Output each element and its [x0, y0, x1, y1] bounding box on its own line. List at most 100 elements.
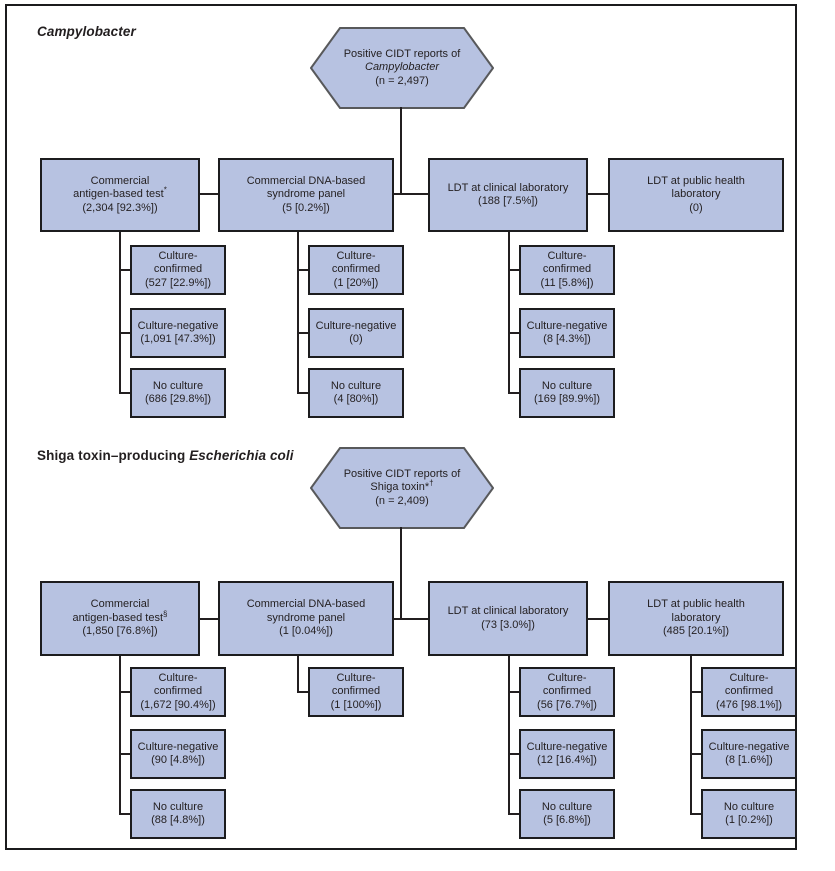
branch-value: (0)	[689, 201, 703, 214]
leaf-culture-negative: Culture-negative (90 [4.8%])	[130, 729, 226, 779]
branch-label: LDT at clinical laboratory	[447, 605, 569, 617]
branch-value: (1,850 [76.8%])	[82, 625, 158, 638]
branch-value: (188 [7.5%])	[478, 195, 538, 207]
leaf-label: Culture-negative	[315, 319, 397, 332]
leaf-label: confirmed	[724, 685, 774, 698]
leaf-culture-confirmed: Culture- confirmed (527 [22.9%])	[130, 245, 226, 295]
connector-line	[690, 656, 692, 815]
hexagon-shape	[310, 447, 494, 529]
leaf-culture-negative: Culture-negative (1,091 [47.3%])	[130, 308, 226, 358]
root-line-2: Campylobacter	[365, 61, 439, 74]
root-node-text: Positive CIDT reports of Shiga toxin*† (…	[330, 447, 474, 529]
leaf-label: Culture-	[336, 671, 376, 684]
section-title-text: Shiga toxin–producing	[37, 448, 190, 463]
leaf-label: Culture-	[729, 671, 769, 684]
connector-line	[297, 332, 308, 334]
leaf-value: (1,091 [47.3%])	[140, 333, 216, 345]
connector-line	[119, 232, 121, 394]
root-line-1: Positive CIDT reports of	[343, 47, 461, 60]
footnote-marker: †	[429, 478, 434, 488]
branch-dna-panel: Commercial DNA-based syndrome panel (1 […	[218, 581, 394, 656]
branch-antigen-test: Commercial antigen-based test* (2,304 [9…	[40, 158, 200, 232]
connector-line	[297, 656, 299, 693]
leaf-label: confirmed	[153, 263, 203, 276]
connector-line	[119, 269, 130, 271]
leaf-culture-confirmed: Culture- confirmed (1,672 [90.4%])	[130, 667, 226, 717]
branch-label: laboratory	[671, 188, 721, 201]
leaf-culture-confirmed: Culture- confirmed (56 [76.7%])	[519, 667, 615, 717]
connector-line	[119, 332, 130, 334]
leaf-culture-negative: Culture-negative (12 [16.4%])	[519, 729, 615, 779]
connector-line	[400, 107, 402, 195]
branch-label: Commercial DNA-based	[246, 598, 366, 611]
connector-line	[297, 392, 308, 394]
root-line-3: (n = 2,497)	[375, 74, 429, 87]
leaf-culture-confirmed: Culture- confirmed (476 [98.1%])	[701, 667, 797, 717]
branch-ldt-clinical: LDT at clinical laboratory (73 [3.0%])	[428, 581, 588, 656]
branch-label: Commercial DNA-based	[246, 174, 366, 187]
leaf-culture-negative: Culture-negative (8 [1.6%])	[701, 729, 797, 779]
leaf-label: Culture-	[158, 671, 198, 684]
leaf-value: (8 [1.6%])	[725, 754, 773, 766]
connector-line	[588, 193, 608, 195]
leaf-label: No culture	[541, 379, 593, 392]
leaf-value: (1 [0.2%])	[725, 814, 773, 826]
branch-value: (73 [3.0%])	[481, 618, 535, 631]
connector-line	[200, 618, 218, 620]
section-title-campylobacter: Campylobacter	[37, 24, 136, 39]
connector-line	[588, 618, 608, 620]
root-line-2: Shiga toxin*	[370, 481, 430, 494]
branch-label: LDT at public health	[647, 174, 745, 187]
leaf-value: (0)	[349, 333, 363, 345]
leaf-value: (8 [4.3%])	[543, 333, 591, 345]
leaf-value: (476 [98.1%])	[715, 698, 783, 711]
leaf-label: No culture	[541, 800, 593, 813]
branch-value: (2,304 [92.3%])	[82, 201, 158, 214]
root-line-1: Positive CIDT reports of	[343, 467, 461, 480]
branch-label: syndrome panel	[266, 188, 346, 201]
root-node-text: Positive CIDT reports of Campylobacter (…	[330, 27, 474, 109]
connector-line	[508, 813, 519, 815]
branch-label: laboratory	[671, 611, 721, 624]
leaf-no-culture: No culture (1 [0.2%])	[701, 789, 797, 839]
leaf-no-culture: No culture (686 [29.8%])	[130, 368, 226, 418]
leaf-culture-negative: Culture-negative (8 [4.3%])	[519, 308, 615, 358]
branch-label: antigen-based test	[72, 611, 164, 624]
connector-line	[200, 193, 218, 195]
leaf-label: Culture-negative	[137, 740, 219, 753]
connector-line	[508, 753, 519, 755]
connector-line	[690, 691, 701, 693]
leaf-value: (11 [5.8%])	[540, 276, 594, 289]
branch-label: Commercial	[90, 598, 150, 611]
branch-value: (5 [0.2%])	[282, 201, 330, 214]
leaf-label: Culture-negative	[708, 740, 790, 753]
connector-line	[394, 618, 428, 620]
leaf-label: No culture	[330, 379, 382, 392]
connector-line	[508, 656, 510, 815]
footnote-marker: *	[163, 185, 167, 195]
connector-line	[508, 232, 510, 394]
leaf-label: Culture-negative	[526, 740, 608, 753]
footnote-marker: §	[163, 609, 168, 619]
connector-line	[690, 813, 701, 815]
leaf-value: (1,672 [90.4%])	[140, 698, 216, 711]
root-line-3: (n = 2,409)	[375, 494, 429, 507]
leaf-value: (169 [89.9%])	[533, 393, 601, 405]
connector-line	[119, 753, 130, 755]
leaf-culture-negative: Culture-negative (0)	[308, 308, 404, 358]
leaf-label: confirmed	[331, 685, 381, 698]
leaf-label: No culture	[152, 800, 204, 813]
leaf-label: confirmed	[331, 263, 381, 276]
leaf-label: Culture-	[158, 249, 198, 262]
branch-label: syndrome panel	[266, 611, 346, 624]
leaf-label: No culture	[723, 800, 775, 813]
connector-line	[297, 232, 299, 394]
leaf-label: No culture	[152, 379, 204, 392]
leaf-value: (527 [22.9%])	[144, 276, 212, 289]
connector-line	[400, 527, 402, 620]
branch-ldt-clinical: LDT at clinical laboratory (188 [7.5%])	[428, 158, 588, 232]
leaf-label: Culture-	[547, 249, 587, 262]
leaf-label: confirmed	[542, 263, 592, 276]
branch-dna-panel: Commercial DNA-based syndrome panel (5 […	[218, 158, 394, 232]
branch-label: antigen-based test	[73, 188, 164, 201]
